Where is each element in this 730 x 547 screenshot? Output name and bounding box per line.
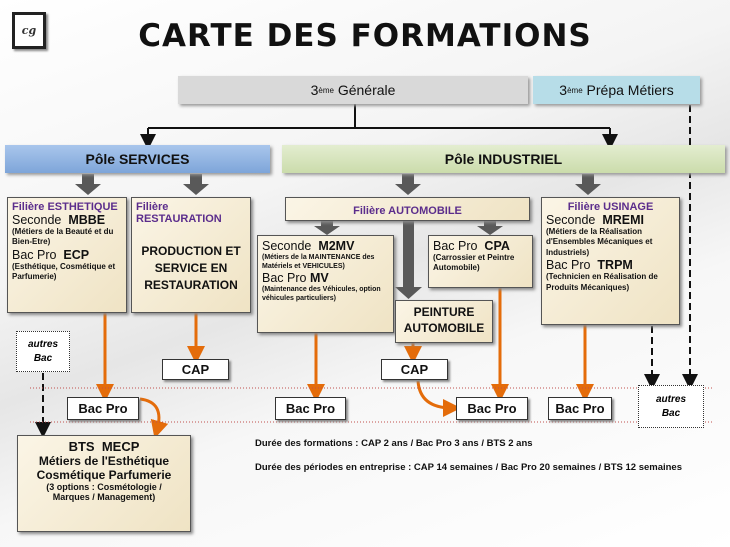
formation-m2mv: Seconde M2MV (Métiers de la MAINTENANCE … [257,235,394,333]
durees-formations: Durée des formations : CAP 2 ans / Bac P… [255,438,533,449]
cap-restauration: CAP [162,359,229,380]
gray-arrows [75,174,601,299]
bts-mecp: BTS MECP Métiers de l'Esthétique Cosméti… [17,435,191,532]
orange-arrows [96,288,594,439]
durees-periodes-entreprise: Durée des périodes en entreprise : CAP 1… [255,462,682,473]
bacpro-mv: Bac Pro [275,397,346,420]
cap-peinture: CAP [381,359,448,380]
filiere-usinage: Filière USINAGE Seconde MREMI (Métiers d… [541,197,680,325]
bacpro-cpa: Bac Pro [456,397,528,420]
bacpro-trpm: Bac Pro [548,397,612,420]
entry-connector [140,104,618,150]
formation-cpa: Bac Pro CPA (Carrossier et Peintre Autom… [428,235,533,288]
page-title: CARTE DES FORMATIONS [138,18,592,54]
pole-services: Pôle SERVICES [5,145,270,173]
filiere-automobile: Filière AUTOMOBILE [285,197,530,221]
bacpro-esthetique: Bac Pro [67,397,139,420]
formation-peinture-automobile: PEINTURE AUTOMOBILE [395,300,493,343]
filiere-esthetique: Filière ESTHETIQUE Seconde MBBE (Métiers… [7,197,127,313]
filiere-restauration: Filière RESTAURATION PRODUCTION ET SERVI… [131,197,251,313]
pole-industriel: Pôle INDUSTRIEL [282,145,725,173]
school-logo: cg [12,12,46,49]
